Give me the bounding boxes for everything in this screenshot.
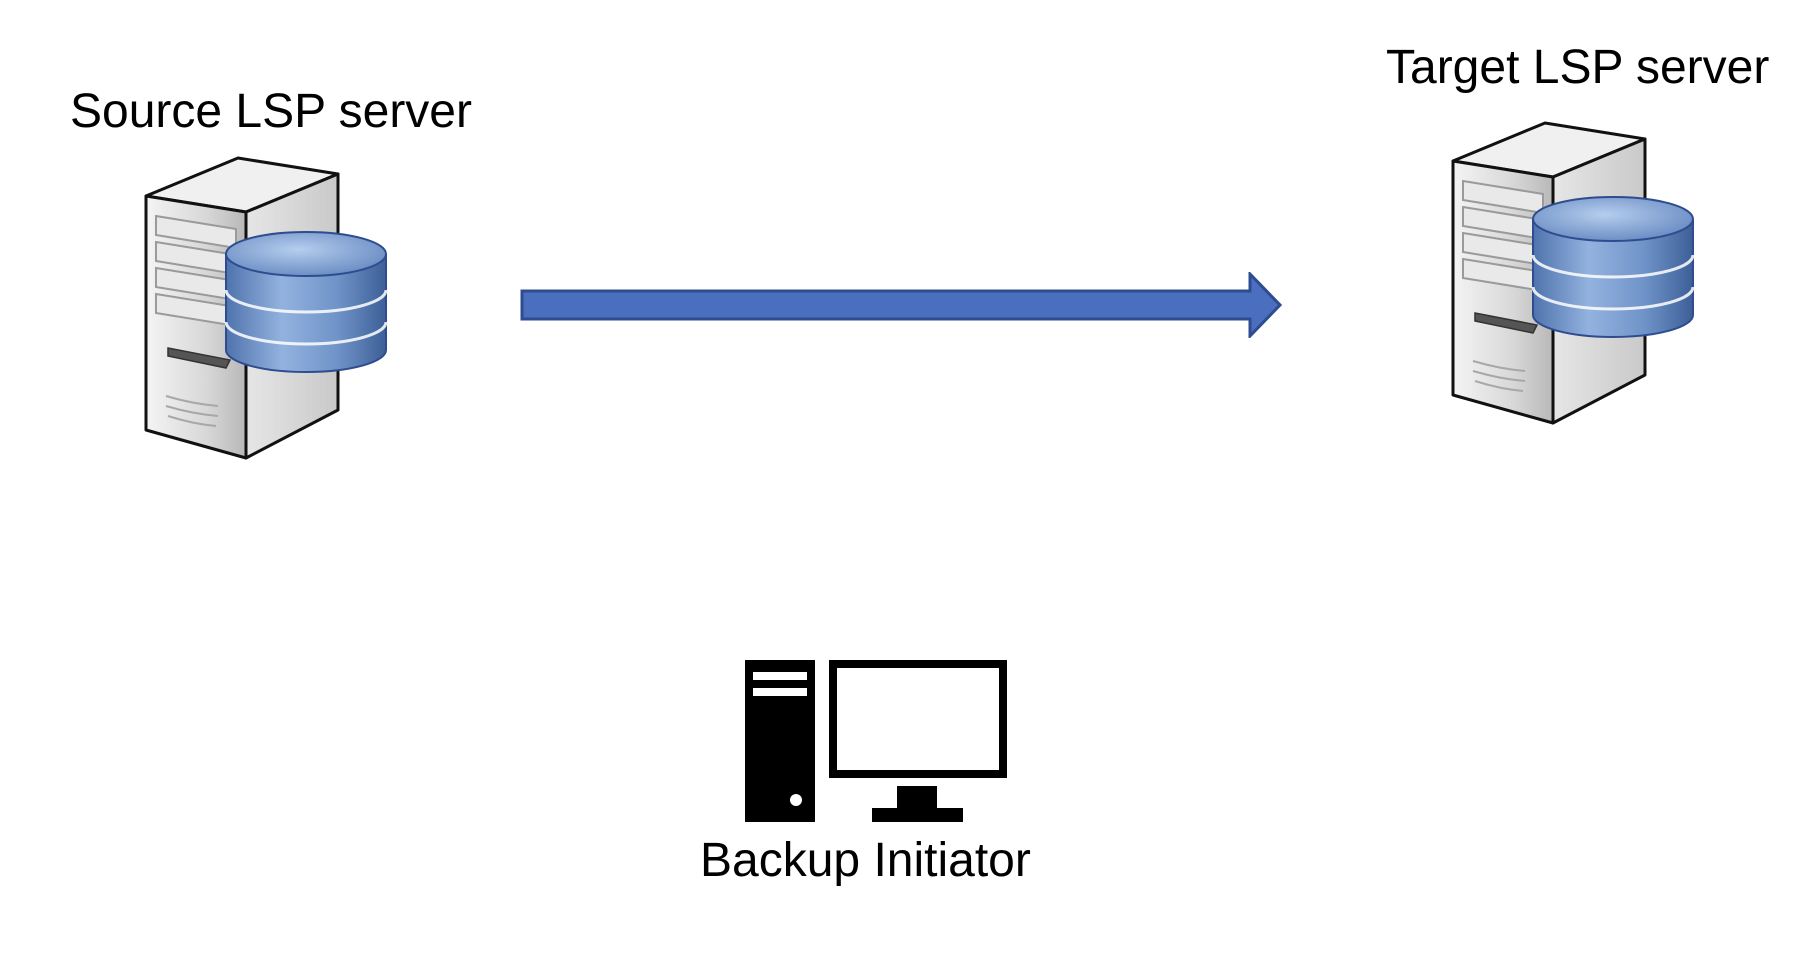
source-database-server-icon <box>144 156 388 460</box>
backup-transfer-arrow <box>520 272 1282 338</box>
backup-initiator-label: Backup Initiator <box>700 834 1031 887</box>
target-database-server-icon <box>1451 121 1695 425</box>
target-server-label: Target LSP server <box>1386 41 1770 94</box>
source-server-label: Source LSP server <box>70 85 472 138</box>
desktop-computer-icon <box>745 660 1007 822</box>
